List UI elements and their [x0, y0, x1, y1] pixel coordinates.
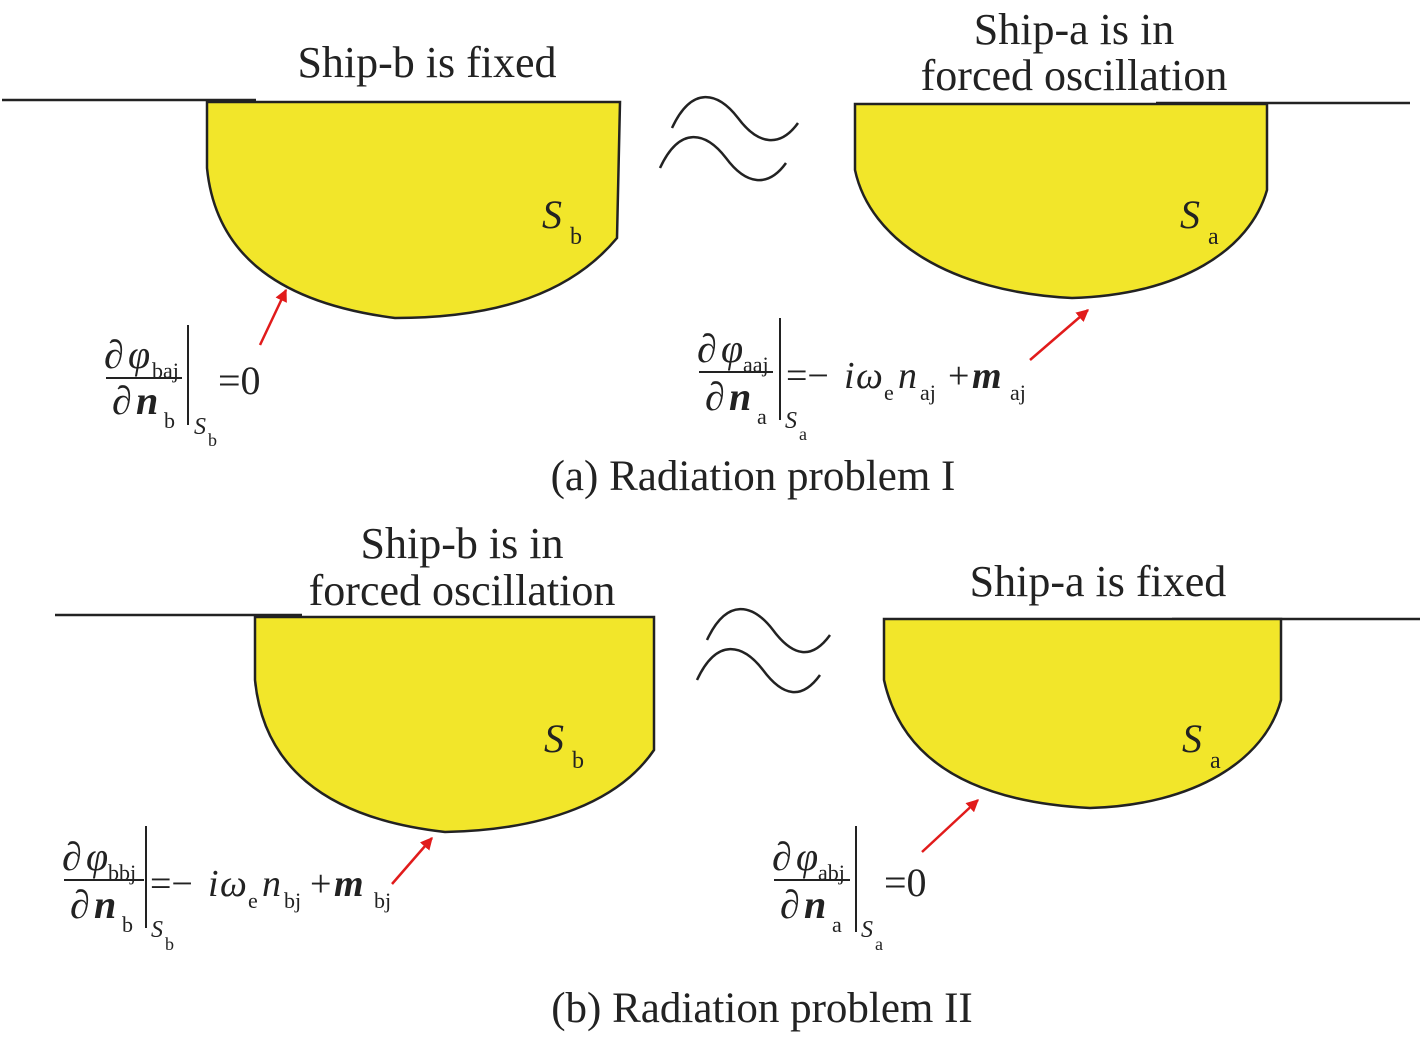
arrow-left-b: [391, 837, 433, 885]
panel-b: Ship-b is in forced oscillation Ship-a i…: [55, 519, 1420, 1032]
svg-text:m: m: [334, 863, 364, 905]
svg-text:aj: aj: [920, 380, 936, 405]
svg-text:φ: φ: [796, 834, 818, 879]
svg-text:φ: φ: [128, 332, 150, 377]
ship-b-label-line1: Ship-b is in: [361, 519, 564, 568]
svg-text:b: b: [570, 224, 582, 250]
ship-b-fixed-label: Ship-b is fixed: [297, 38, 556, 87]
svg-text:∂: ∂: [780, 882, 800, 927]
svg-text:S: S: [1180, 192, 1200, 237]
hull-ship-a-b: [882, 617, 1283, 810]
svg-text:S: S: [194, 414, 206, 440]
svg-text:ω: ω: [220, 863, 247, 905]
caption-a: (a) Radiation problem I: [551, 453, 956, 500]
hull-ship-a-a: [853, 102, 1269, 300]
svg-text:n: n: [898, 355, 917, 397]
svg-text:S: S: [542, 192, 562, 237]
svg-text:b: b: [208, 430, 217, 450]
svg-text:∂: ∂: [62, 834, 82, 879]
svg-text:∂: ∂: [772, 834, 792, 879]
svg-text:+: +: [948, 355, 969, 397]
svg-text:m: m: [972, 355, 1002, 397]
svg-text:e: e: [248, 888, 258, 913]
svg-text:e: e: [884, 380, 894, 405]
svg-text:S: S: [1182, 716, 1202, 761]
svg-text:a: a: [757, 404, 767, 429]
svg-text:a: a: [832, 912, 842, 937]
svg-text:φ: φ: [721, 326, 743, 371]
svg-text:=0: =0: [884, 860, 927, 905]
surface-label-sb-b: S b: [544, 716, 584, 774]
svg-text:bj: bj: [284, 888, 301, 913]
svg-text:S: S: [151, 917, 163, 943]
svg-text:φ: φ: [86, 834, 108, 879]
svg-text:=−: =−: [150, 863, 193, 905]
svg-text:ω: ω: [856, 355, 883, 397]
svg-text:b: b: [572, 748, 584, 774]
ship-b-label-line2: forced oscillation: [309, 566, 616, 615]
svg-text:n: n: [804, 882, 826, 927]
boundary-condition-ship-b-a: ∂ φ baj ∂ n b S b =0: [104, 325, 261, 450]
svg-text:i: i: [208, 863, 219, 905]
svg-text:n: n: [729, 374, 751, 419]
svg-text:a: a: [1208, 224, 1219, 250]
svg-text:a: a: [875, 934, 883, 954]
svg-text:i: i: [844, 355, 855, 397]
arrow-right-a: [1029, 309, 1089, 361]
svg-text:S: S: [785, 408, 797, 434]
svg-text:n: n: [262, 863, 281, 905]
svg-text:b: b: [165, 934, 174, 954]
svg-text:bj: bj: [374, 888, 391, 913]
svg-text:b: b: [164, 408, 175, 433]
approx-wave-icon: [695, 607, 832, 694]
ship-a-label-line2: forced oscillation: [921, 51, 1228, 100]
svg-text:∂: ∂: [104, 332, 124, 377]
ship-a-label-line1: Ship-a is in: [974, 5, 1174, 54]
svg-text:a: a: [799, 424, 807, 444]
svg-text:S: S: [861, 917, 873, 943]
hull-ship-b-a: [205, 100, 622, 320]
svg-text:b: b: [122, 912, 133, 937]
svg-text:n: n: [136, 378, 158, 423]
svg-text:aj: aj: [1010, 380, 1026, 405]
svg-text:∂: ∂: [705, 374, 725, 419]
ship-a-fixed-label: Ship-a is fixed: [970, 557, 1227, 606]
svg-text:=0: =0: [218, 358, 261, 403]
surface-label-sa-a: S a: [1180, 192, 1219, 250]
surface-label-sb-a: S b: [542, 192, 582, 250]
svg-text:∂: ∂: [112, 378, 132, 423]
arrow-right-b: [921, 799, 979, 853]
svg-text:n: n: [94, 882, 116, 927]
svg-text:∂: ∂: [70, 882, 90, 927]
svg-text:=−: =−: [786, 355, 829, 397]
arrow-left-a: [258, 288, 288, 346]
svg-text:S: S: [544, 716, 564, 761]
boundary-condition-ship-a-b: ∂ φ abj ∂ n a S a =0: [772, 826, 927, 954]
caption-b: (b) Radiation problem II: [551, 985, 973, 1032]
svg-text:a: a: [1210, 748, 1221, 774]
panel-a: Ship-b is fixed Ship-a is in forced osci…: [2, 5, 1410, 500]
hull-ship-b-b: [253, 615, 656, 834]
surface-label-sa-b: S a: [1182, 716, 1221, 774]
approx-wave-icon: [658, 95, 800, 182]
svg-text:∂: ∂: [697, 326, 717, 371]
boundary-condition-ship-b-b: ∂ φ bbj ∂ n b S b =− i ω e n bj + m bj: [62, 826, 391, 954]
svg-text:+: +: [310, 863, 331, 905]
boundary-condition-ship-a-a: ∂ φ aaj ∂ n a S a =− i ω e n aj + m aj: [697, 318, 1026, 444]
